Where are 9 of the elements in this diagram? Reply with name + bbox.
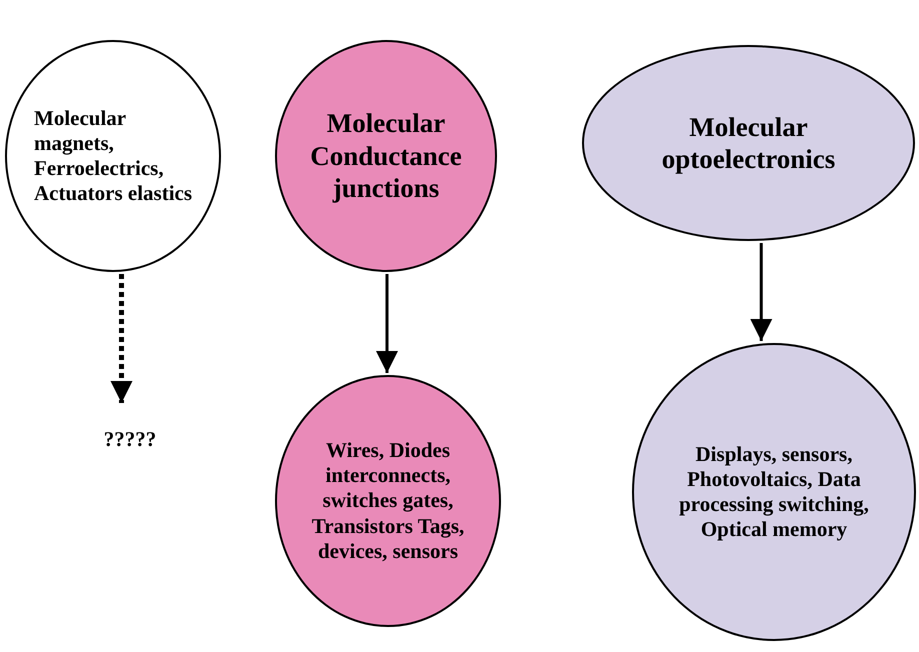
arrow bbox=[750, 243, 772, 341]
arrow bbox=[376, 274, 398, 373]
node-text: Molecular magnets, Ferroelectrics, Actuators elastics bbox=[34, 106, 194, 206]
node-text: Displays, sensors, Photovoltaics, Data processing switching, Optical memory bbox=[678, 442, 870, 542]
node-text: ????? bbox=[102, 427, 158, 453]
node-text: Wires, Diodes interconnects, switches gates, Transistors Tags, devices, sensors bbox=[310, 438, 466, 564]
node-text: Molecular Conductance junctions bbox=[309, 107, 463, 205]
node-text: Molecular optoelectronics bbox=[660, 110, 836, 176]
arrow bbox=[110, 274, 132, 403]
